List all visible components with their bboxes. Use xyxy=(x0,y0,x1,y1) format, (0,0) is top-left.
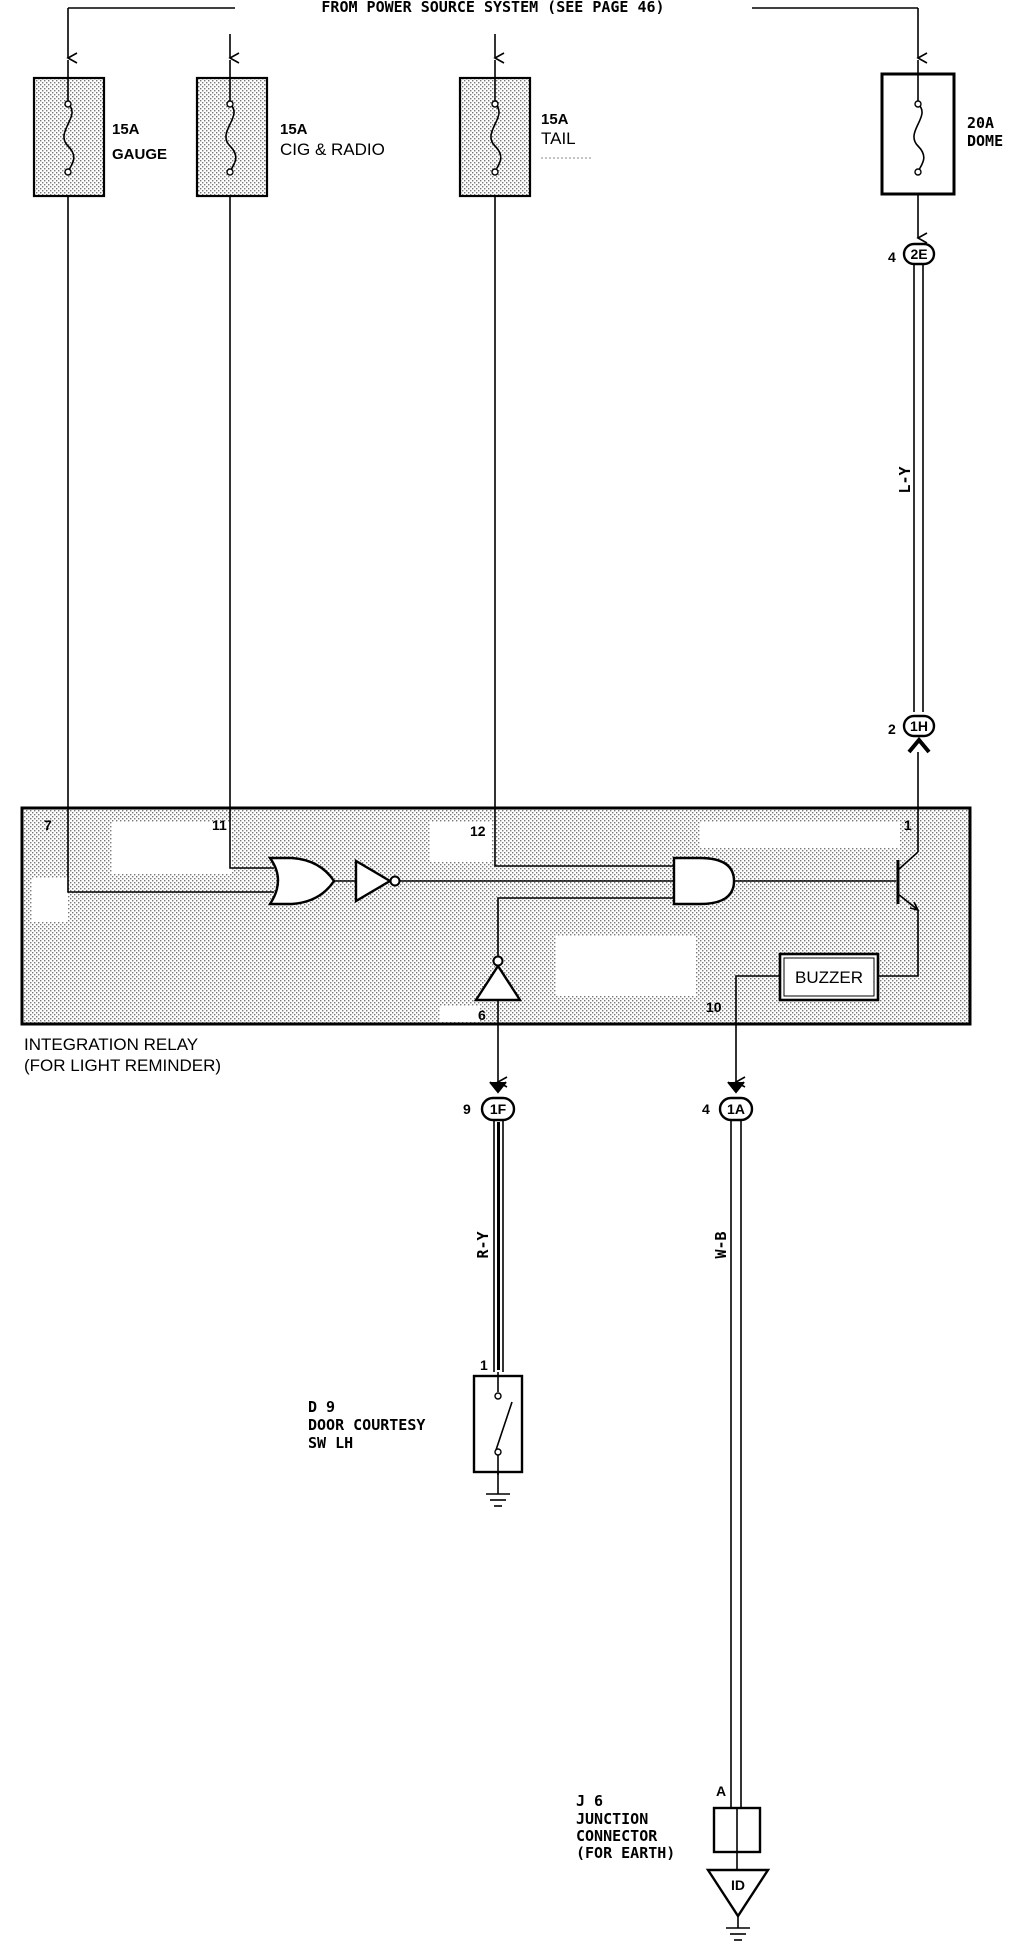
or-gate xyxy=(267,856,336,906)
junction-line1: JUNCTION xyxy=(576,1810,648,1828)
connector-1h: 2 1H xyxy=(888,714,936,754)
wire-l-y: L-Y xyxy=(896,264,924,712)
junction-line3: (FOR EARTH) xyxy=(576,1844,675,1862)
relay-sub: (FOR LIGHT REMINDER) xyxy=(24,1056,221,1075)
wire-r-y: R-Y xyxy=(474,1120,504,1372)
connector-1f-pin: 9 xyxy=(463,1101,471,1117)
not-gate-1 xyxy=(354,858,393,904)
relay-name: INTEGRATION RELAY xyxy=(24,1035,198,1054)
door-switch-code: D 9 xyxy=(308,1398,335,1416)
fuse-gauge-name: GAUGE xyxy=(112,146,167,163)
junction-connector: A ID J 6 JUNCTION CONNECTOR (FOR EARTH) xyxy=(576,1783,771,1941)
connector-2e: 4 2E xyxy=(888,242,936,266)
wire-w-b-label: W-B xyxy=(712,1231,730,1258)
door-switch-line1: DOOR COURTESY xyxy=(308,1416,425,1434)
connector-1a-pin: 4 xyxy=(702,1101,710,1117)
relay-pin-11: 11 xyxy=(212,817,227,833)
wire-w-b: W-B xyxy=(712,1120,742,1808)
connector-2e-pin: 4 xyxy=(888,249,896,265)
junction-code: J 6 xyxy=(576,1792,603,1810)
fuse-tail-rating: 15A xyxy=(541,111,569,128)
fuse-tail-name: TAIL xyxy=(541,129,576,148)
connector-1f-code: 1F xyxy=(490,1101,507,1117)
door-courtesy-switch: 1 D 9 DOOR COURTESY SW LH xyxy=(308,1357,524,1507)
power-source-label: FROM POWER SOURCE SYSTEM (SEE PAGE 46) xyxy=(321,0,664,16)
fuse-cig-radio: 15A CIG & RADIO xyxy=(195,60,385,198)
connector-1f: 9 1F xyxy=(463,1081,516,1122)
connector-1h-pin: 2 xyxy=(888,721,896,737)
fuse-dome-name: DOME xyxy=(967,132,1003,150)
door-switch-line2: SW LH xyxy=(308,1434,353,1452)
relay-pin-7: 7 xyxy=(44,817,52,833)
connector-2e-code: 2E xyxy=(910,246,927,262)
relay-pin-10: 10 xyxy=(706,999,722,1015)
transistor xyxy=(878,752,920,977)
fuse-cig-name: CIG & RADIO xyxy=(280,140,385,159)
relay-pin-1: 1 xyxy=(904,817,912,833)
fuse-gauge: 15A GAUGE xyxy=(32,60,167,198)
wire-r-y-label: R-Y xyxy=(474,1231,492,1258)
buzzer xyxy=(778,952,880,1002)
fuse-dome-rating: 20A xyxy=(967,114,994,132)
power-source-header: FROM POWER SOURCE SYSTEM (SEE PAGE 46) xyxy=(66,0,928,64)
connector-1a: 4 1A xyxy=(702,1081,754,1122)
and-gate xyxy=(672,856,736,906)
connector-1h-code: 1H xyxy=(910,718,928,734)
junction-ground-code: ID xyxy=(731,1877,745,1893)
fuse-dome: 20A DOME xyxy=(880,60,1003,244)
fuse-cig-rating: 15A xyxy=(280,121,308,138)
integration-relay: 7 11 12 1 6 10 xyxy=(20,196,972,1088)
relay-pin-12: 12 xyxy=(470,823,486,839)
junction-line2: CONNECTOR xyxy=(576,1827,658,1845)
door-switch-pin: 1 xyxy=(480,1357,488,1373)
junction-pin: A xyxy=(716,1783,726,1799)
wire-l-y-label: L-Y xyxy=(896,466,914,493)
fuse-gauge-rating: 15A xyxy=(112,121,140,138)
buzzer-label: BUZZER xyxy=(795,968,863,987)
connector-1a-code: 1A xyxy=(727,1101,745,1117)
relay-pin-6: 6 xyxy=(478,1007,486,1023)
fuse-tail: 15A TAIL xyxy=(458,60,593,198)
